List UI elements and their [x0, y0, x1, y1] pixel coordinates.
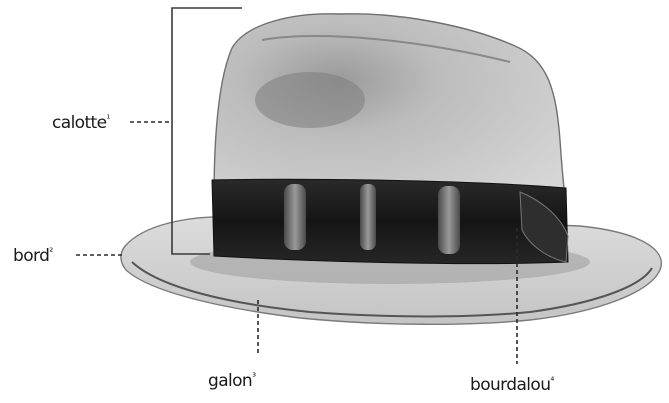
crown-dent-shadow	[255, 72, 365, 128]
band-pleat	[438, 186, 460, 254]
label-bourdalou: bourdalou⁴	[470, 375, 554, 395]
hat-band	[212, 179, 568, 263]
label-galon: galon³	[208, 371, 256, 391]
label-bord: bord²	[13, 246, 53, 266]
band-pleat	[360, 184, 376, 250]
label-calotte: calotte¹	[52, 113, 110, 133]
band-pleat	[284, 184, 306, 250]
